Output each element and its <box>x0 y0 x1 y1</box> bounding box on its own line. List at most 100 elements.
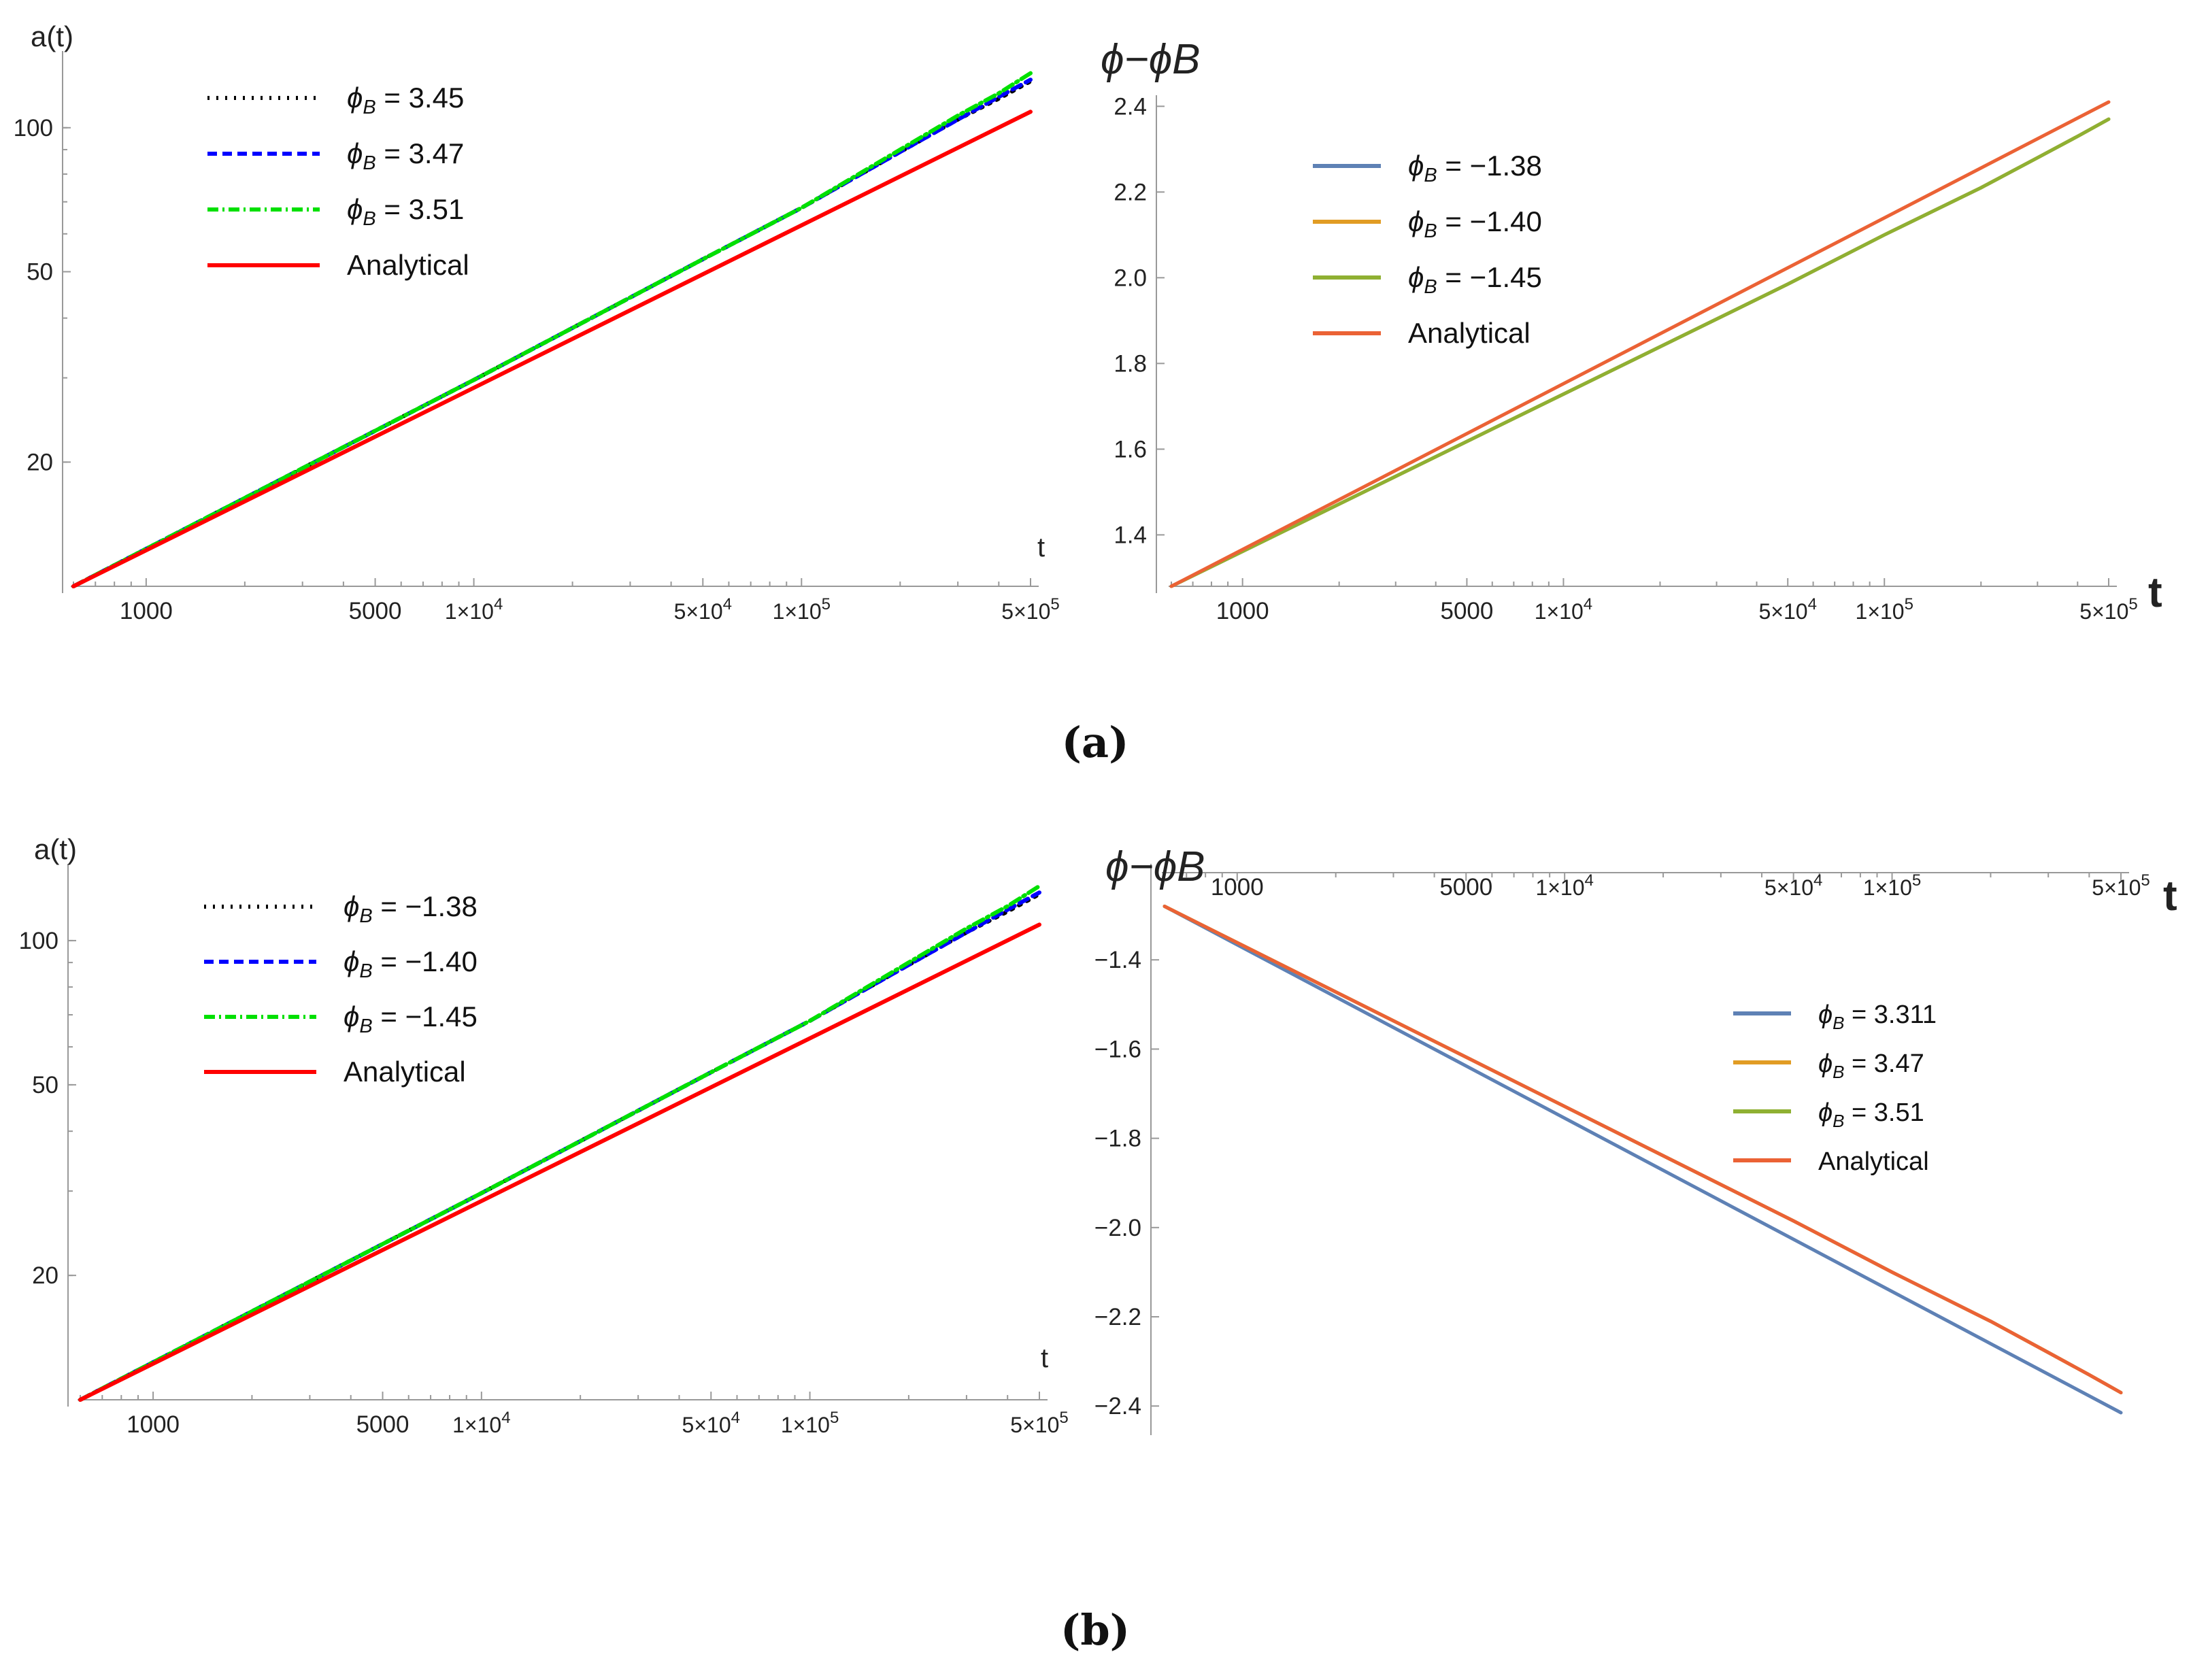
x-tick-label: 5×105 <box>1001 595 1059 624</box>
x-tick-label: 1×104 <box>445 595 503 624</box>
legend-label-1: ϕB = 3.47 <box>1818 1049 1924 1082</box>
legend-label-3: Analytical <box>347 249 469 281</box>
x-tick-exponent: 5 <box>2141 871 2150 890</box>
x-tick-label: 1×104 <box>452 1409 510 1437</box>
legend-value: = 3.51 <box>1844 1098 1924 1127</box>
series-line-3 <box>1163 905 2123 1394</box>
x-minor-ticks <box>73 578 1031 586</box>
x-tick-label: 5000 <box>349 598 402 624</box>
series-line-2 <box>78 884 1041 1402</box>
x-tick-label: 5×104 <box>682 1409 740 1437</box>
legend-symbol: ϕ <box>1408 261 1424 293</box>
y-tick-label: 1.4 <box>1114 522 1147 548</box>
panel-label-a: (a) <box>1062 718 1129 767</box>
x-tick-exponent: 5 <box>2128 595 2137 614</box>
x-tick-label: 1×104 <box>1535 871 1593 900</box>
legend-value: = −1.45 <box>373 1001 478 1032</box>
x-tick-label: 5000 <box>356 1411 409 1438</box>
legend-value: = 3.45 <box>376 82 465 114</box>
legend-symbol: ϕ <box>344 890 359 922</box>
legend-value: = 3.47 <box>376 137 465 169</box>
x-tick-exponent: 5 <box>1912 871 1921 890</box>
y-tick-label: 100 <box>14 115 53 141</box>
x-tick-exponent: 5 <box>1050 595 1059 614</box>
x-tick-exponent: 4 <box>1808 595 1817 614</box>
y-axis-label: a(t) <box>31 20 73 52</box>
legend-symbol: ϕ <box>1818 1001 1833 1029</box>
x-tick-exponent: 4 <box>1585 871 1594 890</box>
y-tick-label: 1.6 <box>1114 436 1147 463</box>
legend-value: = −1.40 <box>373 945 478 977</box>
legend-value: = 3.47 <box>1844 1049 1924 1078</box>
x-tick-label: 5×105 <box>1010 1409 1068 1437</box>
series-line-0 <box>1163 905 2123 1415</box>
x-tick-label: 1×105 <box>781 1409 839 1437</box>
y-axis-label: ϕ−ϕB <box>1101 36 1201 83</box>
legend-subscript: B <box>359 960 372 982</box>
legend-symbol: ϕ <box>1408 150 1424 182</box>
x-axis-label: t <box>1041 1343 1048 1373</box>
x-tick-exponent: 4 <box>731 1409 740 1427</box>
x-axis-label: t <box>2148 569 2162 616</box>
y-tick-label: 1.8 <box>1114 350 1147 377</box>
x-tick-label: 1000 <box>1216 598 1269 624</box>
series-line-3 <box>71 110 1033 588</box>
x-tick-exponent: 5 <box>1059 1409 1068 1427</box>
y-tick-label: 50 <box>32 1072 58 1098</box>
x-minor-ticks <box>1164 873 2122 881</box>
legend-subscript: B <box>1424 220 1437 242</box>
x-tick-label: 5×105 <box>2079 595 2137 624</box>
x-minor-ticks <box>1171 578 2109 586</box>
legend-label-3: Analytical <box>1408 317 1531 349</box>
legend-label-2: ϕB = −1.45 <box>344 1001 478 1037</box>
y-tick-label: −2.0 <box>1094 1215 1141 1241</box>
legend-label-1: ϕB = 3.47 <box>347 137 464 174</box>
y-tick-label: 20 <box>32 1262 58 1289</box>
y-tick-label: 20 <box>27 449 53 475</box>
x-tick-label: 5×104 <box>674 595 732 624</box>
x-tick-label: 5000 <box>1439 874 1492 901</box>
x-tick-label: 1×104 <box>1535 595 1592 624</box>
legend-label-0: ϕB = −1.38 <box>344 890 478 927</box>
legend-label-1: ϕB = −1.40 <box>1408 205 1542 242</box>
legend-symbol: ϕ <box>347 82 363 114</box>
legend-subscript: B <box>1424 165 1437 186</box>
y-axis-label: ϕ−ϕB <box>1105 843 1205 890</box>
legend-label-0: ϕB = −1.38 <box>1408 150 1542 186</box>
x-tick-exponent: 4 <box>501 1409 510 1427</box>
x-tick-exponent: 5 <box>830 1409 839 1427</box>
legend-value: = −1.45 <box>1437 261 1542 293</box>
y-tick-label: 50 <box>27 259 53 286</box>
x-tick-exponent: 5 <box>822 595 831 614</box>
legend-subscript: B <box>363 97 375 118</box>
x-tick-label: 1000 <box>1211 874 1264 901</box>
legend-subscript: B <box>359 1015 372 1037</box>
x-tick-label: 1000 <box>120 598 173 624</box>
legend-symbol: ϕ <box>1408 205 1424 237</box>
y-tick-label: 100 <box>19 928 58 954</box>
legend-label-2: ϕB = 3.51 <box>1818 1098 1924 1131</box>
series-line-2 <box>71 71 1033 588</box>
y-tick-label: −2.4 <box>1094 1393 1141 1419</box>
legend-value: = −1.38 <box>1437 150 1542 182</box>
legend-subscript: B <box>363 152 375 174</box>
series-line-2 <box>1169 117 2111 588</box>
legend-label-3: Analytical <box>1818 1147 1929 1176</box>
legend-value: = 3.311 <box>1844 1001 1937 1029</box>
legend-label-2: ϕB = 3.51 <box>347 193 464 230</box>
legend-subscript: B <box>1833 1111 1844 1131</box>
x-tick-label: 1×105 <box>1856 595 1913 624</box>
y-axis-label: a(t) <box>34 833 77 865</box>
x-tick-exponent: 4 <box>1813 871 1822 890</box>
legend-subscript: B <box>359 905 372 927</box>
legend-subscript: B <box>1833 1013 1844 1033</box>
x-tick-label: 1×105 <box>773 595 831 624</box>
legend-symbol: ϕ <box>1818 1049 1833 1078</box>
